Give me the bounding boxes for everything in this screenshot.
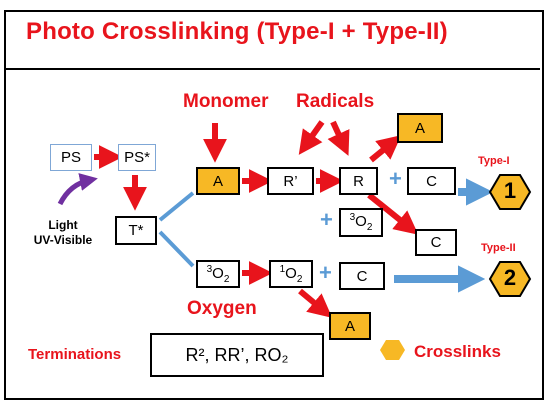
node-c3: C [339,262,385,290]
node-a-monomer: A [196,167,240,195]
node-1o2: 1O2 [269,260,313,288]
crosslinks-hexagon-icon [380,340,405,360]
arrow-1o2-to-a-bottom [298,288,333,318]
arrow-radicals-to-r [327,120,350,156]
arrow-r-to-c2 [367,192,419,235]
arrow-radicals-to-rprime [298,120,325,155]
node-c2: C [415,229,457,256]
diagram-frame [4,10,544,400]
oxygen-label: Oxygen [187,298,257,319]
node-a-top: A [397,113,443,143]
node-r-prime: R’ [267,167,314,195]
terminations-box: R², RR’, RO₂ [150,333,324,377]
branch-tstar-upper [158,191,195,222]
node-r: R [339,167,378,195]
plus-icon: + [320,207,333,232]
plus-icon: + [319,260,332,285]
type2-label: Type-II [481,242,516,254]
type1-label: Type-I [478,155,510,167]
monomer-label: Monomer [183,91,269,112]
page-title: Photo Crosslinking (Type-I + Type-II) [26,18,448,45]
node-ps-star: PS* [118,144,156,171]
node-a-bottom: A [329,312,371,340]
node-3o2-upper: 3O2 [339,208,383,237]
radicals-label: Radicals [296,91,375,112]
title-bar [4,10,540,70]
node-t-star: T* [115,216,157,245]
light-label: Light UV-Visible [33,218,93,247]
node-ps: PS [50,144,92,171]
node-3o2-lower: 3O2 [196,260,240,288]
light-arrow [57,173,98,206]
arrow-r-to-a-top [369,135,402,163]
hexagon-product-1 [488,174,532,210]
branch-tstar-lower [158,230,195,268]
product-2-label: 2 [503,265,517,290]
product-1-label: 1 [503,178,517,203]
plus-icon: + [389,166,402,191]
terminations-label: Terminations [28,346,122,363]
hexagon-product-2 [488,261,532,297]
node-c1: C [407,167,456,195]
crosslinks-label: Crosslinks [414,342,501,361]
